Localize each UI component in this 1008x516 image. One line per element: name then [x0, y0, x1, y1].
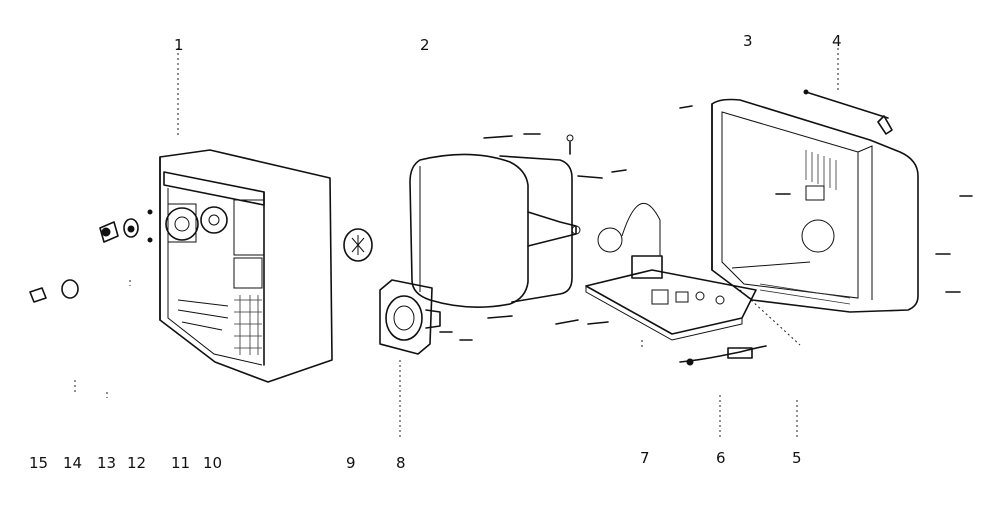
callout-11: 11 [171, 454, 190, 472]
callout-8: 8 [396, 454, 406, 472]
chassis-board [585, 202, 757, 341]
front-cabinet [159, 149, 333, 383]
callout-12: 12 [127, 454, 146, 472]
callout-2: 2 [420, 36, 430, 54]
knobs-and-screws [29, 209, 153, 303]
screws [439, 105, 973, 341]
speaker [379, 279, 441, 355]
antenna-rod [803, 89, 893, 135]
callout-15: 15 [29, 454, 48, 472]
callout-5: 5 [792, 449, 802, 467]
callout-14: 14 [63, 454, 82, 472]
emblem-badge [343, 228, 373, 262]
callout-9: 9 [346, 454, 356, 472]
callout-6: 6 [716, 449, 726, 467]
leader-lines [74, 48, 839, 440]
control-plate [165, 203, 228, 243]
callout-4: 4 [832, 32, 842, 50]
power-cord [679, 345, 767, 366]
picture-tube [409, 153, 581, 308]
callout-10: 10 [203, 454, 222, 472]
callout-3: 3 [743, 32, 753, 50]
callout-7: 7 [640, 449, 650, 467]
callout-13: 13 [97, 454, 116, 472]
back-cover [711, 98, 919, 313]
callout-1: 1 [174, 36, 184, 54]
callout-labels: 1 2 3 4 5 6 7 8 9 10 11 12 13 14 15 [29, 32, 842, 472]
